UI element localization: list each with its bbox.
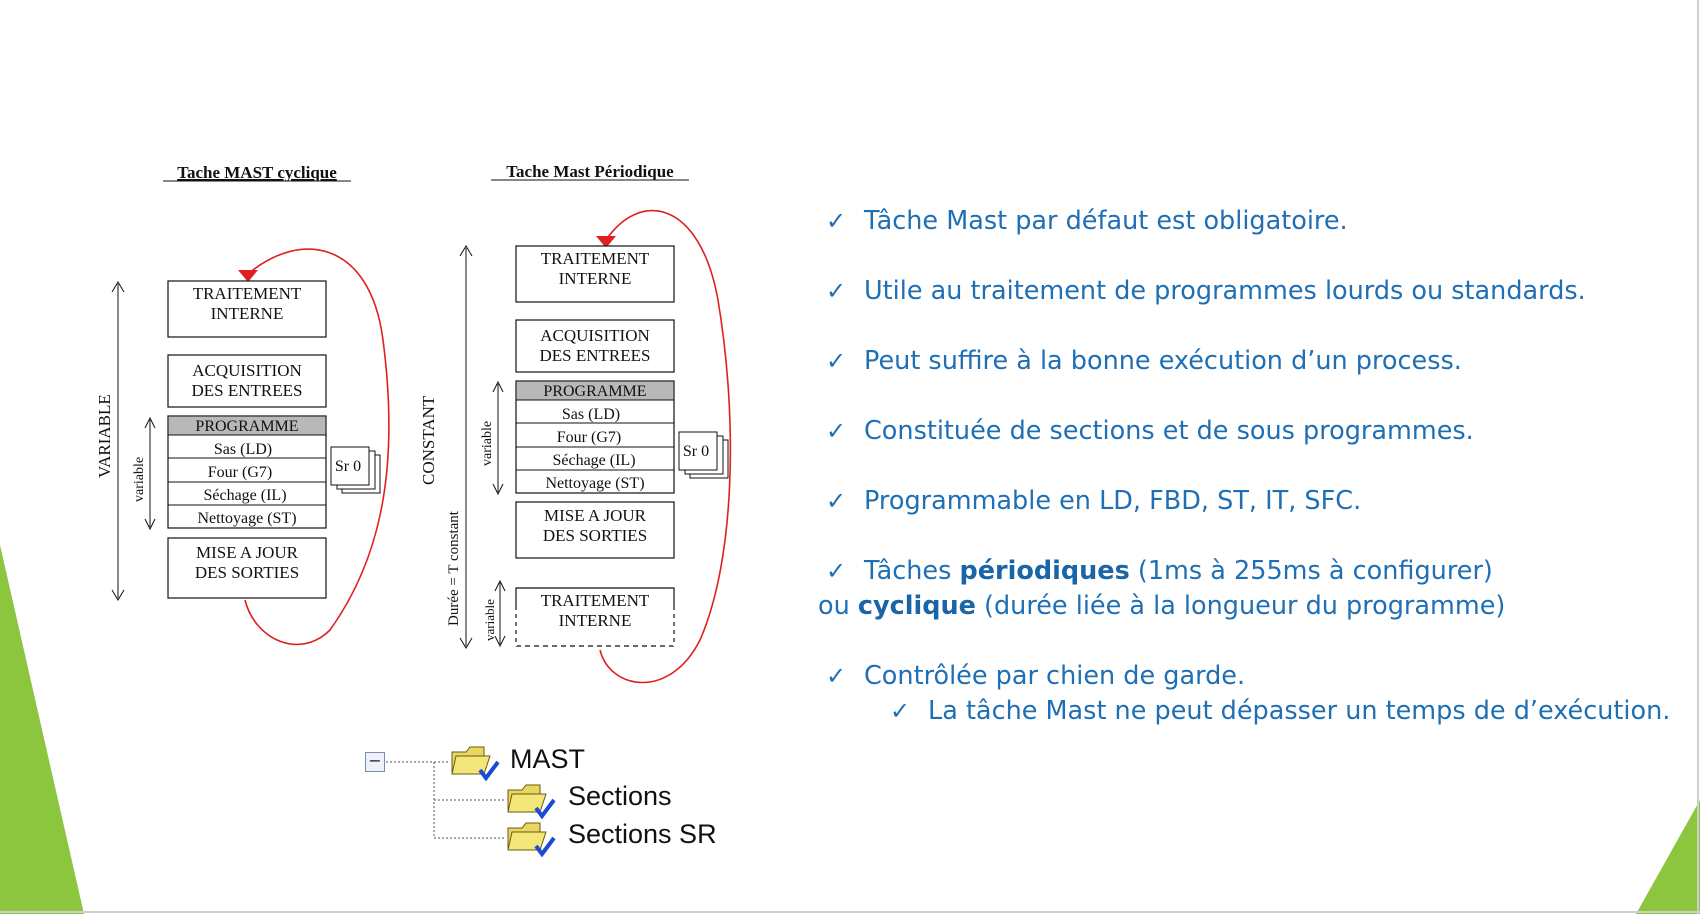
bullet-5: ✓ Programmable en LD, FBD, ST, IT, SFC. bbox=[826, 486, 1361, 516]
bullet-1-text: Tâche Mast par défaut est obligatoire. bbox=[864, 206, 1348, 236]
bullet-4-text: Constituée de sections et de sous progra… bbox=[864, 416, 1474, 446]
left-program-header: PROGRAMME bbox=[195, 418, 298, 435]
bullet-3-text: Peut suffire à la bonne exécution d’un p… bbox=[864, 346, 1462, 376]
right-box-final-label-line2: INTERNE bbox=[559, 611, 632, 630]
right-cycle-loop bbox=[599, 209, 732, 684]
right-box-traitement-label: TRAITEMENT bbox=[541, 249, 650, 268]
check-icon: ✓ bbox=[826, 557, 847, 585]
tree-root-label[interactable]: MAST bbox=[510, 744, 586, 774]
right-program-item-2: Séchage (IL) bbox=[552, 452, 635, 469]
collapse-symbol: − bbox=[368, 751, 382, 770]
left-box-mise-a-jour-label-line2: DES SORTIES bbox=[195, 563, 299, 582]
bullet-6-pre: Tâches bbox=[864, 556, 960, 586]
left-box-acquisition-label: ACQUISITION bbox=[192, 361, 302, 380]
check-icon: ✓ bbox=[826, 347, 847, 375]
right-program-item-1: Four (G7) bbox=[557, 429, 621, 446]
bullet-7-sub: ✓ La tâche Mast ne peut dépasser un temps… bbox=[890, 696, 1670, 726]
folder-check-icon bbox=[507, 784, 556, 820]
bullet-6-line2: ou cyclique (durée liée à la longueur du… bbox=[818, 591, 1505, 621]
bullet-6: ✓ Tâches périodiques (1ms à 255ms à confi… bbox=[826, 556, 1493, 586]
right-program-item-3: Nettoyage (ST) bbox=[545, 475, 644, 492]
tree-child-sections[interactable]: Sections bbox=[568, 781, 672, 811]
bullet-5-text: Programmable en LD, FBD, ST, IT, SFC. bbox=[864, 486, 1362, 516]
right-box-traitement bbox=[515, 245, 675, 303]
right-program-header: PROGRAMME bbox=[543, 383, 646, 400]
tree-connectors bbox=[386, 761, 506, 839]
right-diagram-title: Tache Mast Périodique bbox=[506, 162, 674, 181]
check-icon: ✓ bbox=[826, 662, 847, 690]
tree-collapse-button[interactable]: − bbox=[365, 752, 385, 772]
left-program-item-1: Four (G7) bbox=[208, 464, 272, 481]
bullet-4: ✓ Constituée de sections et de sous progr… bbox=[826, 416, 1474, 446]
bullet-6-line2-pre: ou bbox=[818, 591, 858, 621]
check-icon: ✓ bbox=[826, 277, 847, 305]
left-box-mise-a-jour-label: MISE A JOUR bbox=[196, 543, 299, 562]
left-box-traitement-label-line2: INTERNE bbox=[211, 304, 284, 323]
left-inner-variable-label: variable bbox=[132, 457, 147, 502]
left-program-item-3: Nettoyage (ST) bbox=[197, 510, 296, 527]
bullet-2: ✓ Utile au traitement de programmes lourd… bbox=[826, 276, 1586, 306]
bullet-1: ✓ Tâche Mast par défaut est obligatoire. bbox=[826, 206, 1348, 236]
left-diagram-title: Tache MAST cyclique bbox=[177, 163, 337, 182]
bullet-6-bold: périodiques bbox=[959, 556, 1130, 586]
right-constant-label: CONSTANT bbox=[419, 395, 438, 485]
right-sr0-box bbox=[678, 431, 718, 471]
right-box-acquisition-label: ACQUISITION bbox=[540, 326, 650, 345]
bullet-6-line2-post: (durée liée à la longueur du programme) bbox=[975, 591, 1506, 621]
right-program-item-0: Sas (LD) bbox=[562, 406, 620, 423]
check-icon: ✓ bbox=[826, 207, 847, 235]
bullet-6-line2-bold: cyclique bbox=[857, 591, 976, 621]
tree-child-sections-sr[interactable]: Sections SR bbox=[568, 819, 717, 849]
left-sr0-box bbox=[330, 446, 370, 486]
bullet-7-sub-text: La tâche Mast ne peut dépasser un temps … bbox=[928, 696, 1671, 726]
right-box-final-traitement bbox=[515, 587, 675, 646]
right-sr0-label: Sr 0 bbox=[683, 443, 709, 460]
bullet-6-post: (1ms à 255ms à configurer) bbox=[1129, 556, 1493, 586]
bullet-7: ✓ Contrôlée par chien de garde. bbox=[826, 661, 1245, 691]
right-box-acquisition-label-line2: DES ENTREES bbox=[540, 346, 651, 365]
folder-check-icon bbox=[451, 746, 500, 782]
folder-check-icon bbox=[507, 822, 556, 858]
left-box-acquisition-label-line2: DES ENTREES bbox=[192, 381, 303, 400]
bullet-7-text: Contrôlée par chien de garde. bbox=[864, 661, 1246, 691]
right-box-mise-a-jour-label: MISE A JOUR bbox=[544, 506, 647, 525]
right-inner-variable-label: variable bbox=[480, 421, 495, 466]
right-bottom-variable-label: variable bbox=[482, 599, 497, 641]
left-variable-label: VARIABLE bbox=[95, 394, 114, 478]
check-icon: ✓ bbox=[890, 697, 911, 725]
left-box-traitement-label: TRAITEMENT bbox=[193, 284, 302, 303]
right-box-final-label: TRAITEMENT bbox=[541, 591, 650, 610]
left-box-traitement bbox=[167, 280, 327, 338]
bullet-2-text: Utile au traitement de programmes lourds… bbox=[864, 276, 1586, 306]
left-program-item-2: Séchage (IL) bbox=[203, 487, 286, 504]
mast-tree-view: − MAST Sections Sections SR bbox=[360, 740, 740, 860]
right-box-acquisition bbox=[515, 319, 675, 373]
right-box-mise-a-jour-label-line2: DES SORTIES bbox=[543, 526, 647, 545]
check-icon: ✓ bbox=[826, 417, 847, 445]
left-program-item-0: Sas (LD) bbox=[214, 441, 272, 458]
left-box-acquisition bbox=[167, 354, 327, 408]
left-sr0-label: Sr 0 bbox=[335, 458, 361, 475]
left-cycle-loop bbox=[244, 248, 390, 646]
right-box-traitement-label-line2: INTERNE bbox=[559, 269, 632, 288]
right-duration-label: Durée = T constant bbox=[446, 510, 462, 626]
bullet-3: ✓ Peut suffire à la bonne exécution d’un … bbox=[826, 346, 1462, 376]
right-box-mise-a-jour bbox=[515, 501, 675, 559]
check-icon: ✓ bbox=[826, 487, 847, 515]
left-box-mise-a-jour bbox=[167, 537, 327, 599]
